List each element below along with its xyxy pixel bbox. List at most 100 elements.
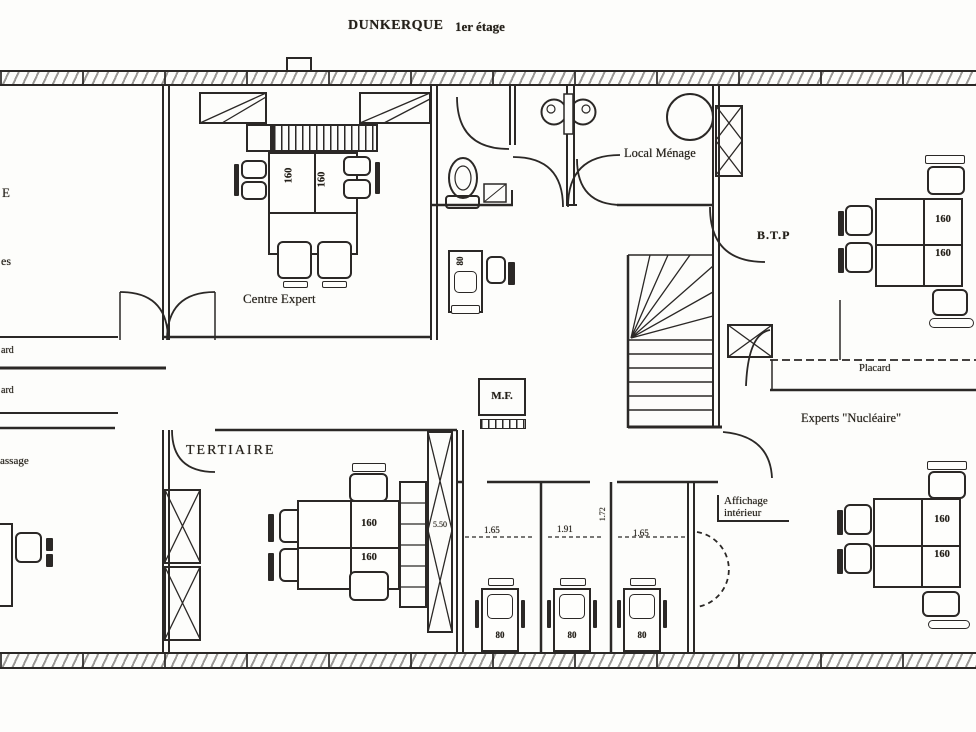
dim-bottom-room-1: 1.65 <box>484 525 500 535</box>
desk-size-label: 160 <box>283 167 295 184</box>
desk-size-label: 80 <box>455 256 465 266</box>
exterior-wall-bottom <box>0 652 976 669</box>
side-shelf <box>929 318 974 328</box>
door-arc-placard <box>745 329 771 387</box>
desk-160 <box>875 198 963 287</box>
desk-size-label: 160 <box>934 549 950 560</box>
door-arc-dashed <box>696 531 730 608</box>
desk-size-label: 80 <box>567 630 577 640</box>
side-shelf <box>927 461 967 470</box>
chair-arm <box>46 538 53 551</box>
desk-size-label: 80 <box>637 630 647 640</box>
chair <box>629 594 655 619</box>
chair <box>486 256 506 284</box>
chair-arm <box>837 510 843 535</box>
chair-arm <box>838 248 844 273</box>
mf-room: M.F. <box>478 378 526 416</box>
desk-size-label: 80 <box>495 630 505 640</box>
desk-divider <box>270 212 356 214</box>
desk-divider <box>875 545 959 547</box>
wc-fixtures <box>445 93 714 209</box>
storage-hatch-boxes <box>164 92 773 641</box>
desk-size-label: 160 <box>935 214 951 225</box>
side-shelf <box>928 620 970 629</box>
edge-label-e: E <box>2 185 10 200</box>
desk-160 <box>873 498 961 588</box>
side-shelf <box>488 578 514 586</box>
shelf-unit <box>272 124 378 152</box>
room-label-placard: Placard <box>859 363 891 374</box>
edge-label-es: es <box>1 254 11 268</box>
chair <box>349 571 389 601</box>
room-label-centre-expert: Centre Expert <box>243 291 316 306</box>
affichage-label-box: Affichage intérieur <box>717 495 789 523</box>
door-arc-lobby-a <box>512 156 564 208</box>
chair <box>844 504 872 535</box>
desk-divider <box>350 502 352 588</box>
plan-title-site: DUNKERQUE <box>348 18 444 33</box>
chair <box>932 289 968 316</box>
chair-arm <box>508 262 515 285</box>
side-shelf <box>925 155 965 164</box>
dim-bottom-room-3: 1.65 <box>633 528 649 538</box>
plan-title-floor: 1er étage <box>455 19 505 34</box>
desk-divider <box>314 154 316 212</box>
chair <box>317 241 352 279</box>
staircase <box>628 254 714 411</box>
chair-arm <box>234 164 239 196</box>
dim-depth: 5.50 <box>433 520 447 529</box>
desk-size-label: 160 <box>934 514 950 525</box>
chair-arm <box>617 600 621 628</box>
corner-shelf <box>483 183 507 203</box>
chair-arm <box>838 211 844 236</box>
door-arc-nucleaire <box>722 431 773 479</box>
chair <box>241 160 267 179</box>
edge-label-assage: assage <box>0 455 29 467</box>
door-arc-wc <box>456 96 510 150</box>
chair <box>277 241 312 279</box>
edge-label-ard-2: ard <box>1 385 14 396</box>
room-label-experts-nucleaire: Experts "Nucléaire" <box>801 411 902 425</box>
side-shelf <box>322 281 347 288</box>
desk-size-label: 160 <box>361 518 377 529</box>
chair-arm <box>663 600 667 628</box>
room-label-local-menage: Local Ménage <box>624 146 696 160</box>
chair <box>844 543 872 574</box>
door-arc-menage <box>576 158 623 206</box>
chair-arm <box>475 600 479 628</box>
desk-divider <box>923 200 925 285</box>
chair-arm <box>46 554 53 567</box>
desk-80 <box>0 523 13 607</box>
mf-label: M.F. <box>491 390 513 403</box>
desk-divider <box>921 500 923 586</box>
chair <box>928 471 966 499</box>
side-shelf <box>451 305 480 314</box>
exterior-wall-top <box>0 70 976 86</box>
chair-arm <box>375 162 380 194</box>
room-label-btp: B.T.P <box>757 228 791 242</box>
side-shelf <box>630 578 656 586</box>
room-label-tertiaire: TERTIAIRE <box>186 443 276 458</box>
desk-divider <box>299 547 398 549</box>
chair-arm <box>521 600 525 628</box>
chair <box>454 271 477 293</box>
chair <box>922 591 960 617</box>
door-arc-corridor-left-b <box>166 291 216 341</box>
door-arcs <box>119 96 773 608</box>
chair <box>15 532 42 563</box>
affichage-line2: intérieur <box>724 506 762 519</box>
door-arc-lobby-b <box>567 154 621 208</box>
chair <box>845 242 873 273</box>
shelf-unit <box>480 419 526 429</box>
chair <box>241 181 267 200</box>
door-arc-corridor-left-a <box>119 291 169 341</box>
side-shelf <box>352 463 386 472</box>
desk-size-label: 160 <box>316 171 328 188</box>
chair <box>845 205 873 236</box>
desk-size-label: 160 <box>361 552 377 563</box>
wall-protrusion <box>286 57 312 72</box>
door-arc-btp <box>709 206 766 263</box>
side-shelf <box>560 578 586 586</box>
